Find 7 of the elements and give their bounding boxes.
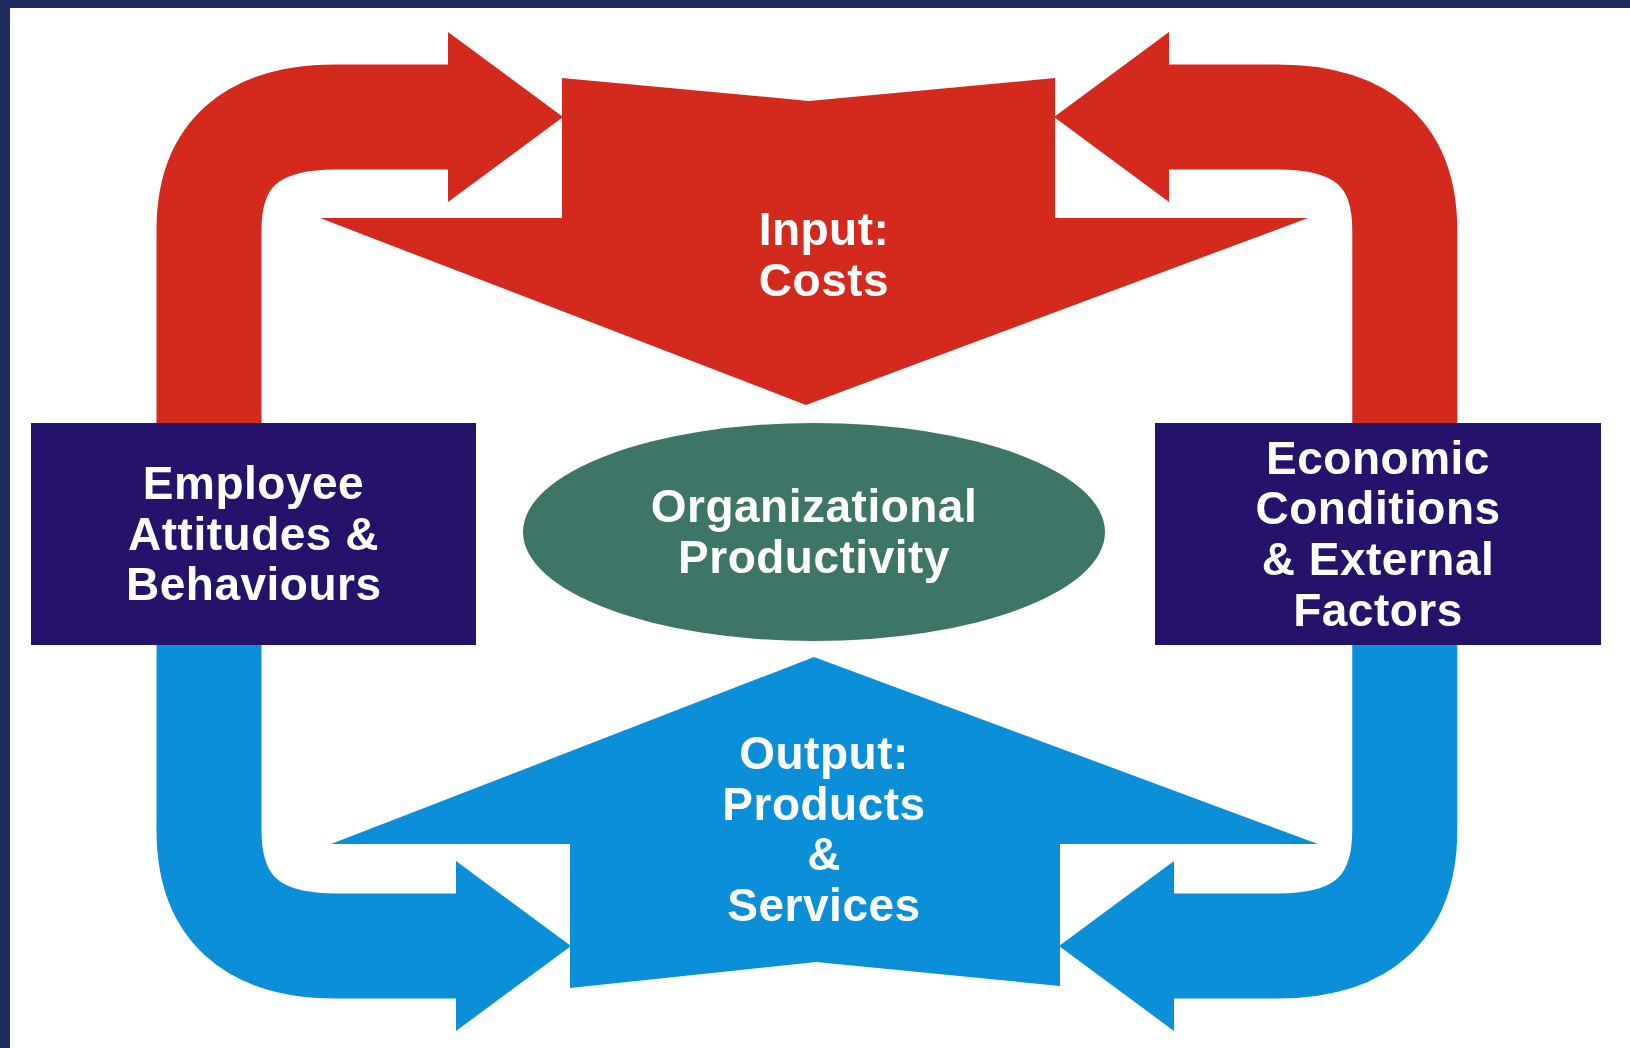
node-label: Organizational Productivity <box>649 481 979 583</box>
factor-box: Employee Attitudes & Behaviours <box>31 423 476 645</box>
factor-box: Economic Conditions & External Factors <box>1155 423 1601 645</box>
node-label: Output: Products & Services <box>721 727 927 931</box>
curved-arrow <box>1059 645 1458 1031</box>
curved-arrow <box>1054 32 1458 423</box>
node-label: Input: Costs <box>757 204 891 306</box>
